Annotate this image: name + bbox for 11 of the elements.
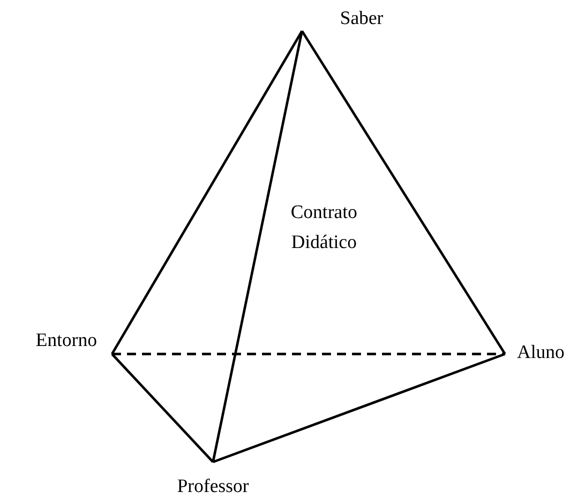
vertex-label: Entorno [3, 330, 113, 355]
vertex-label: Professor [150, 460, 276, 500]
edge-line [212, 352, 506, 464]
vertex-label: Saber [300, 8, 410, 32]
edge-line [110, 30, 304, 355]
dashed-edge-line [112, 352, 505, 356]
edge-line [212, 30, 304, 462]
edge-line [111, 353, 214, 463]
face-label: Contrato Didático [290, 201, 358, 255]
vertex-label: Aluno [503, 342, 583, 366]
edge-line [300, 30, 506, 355]
